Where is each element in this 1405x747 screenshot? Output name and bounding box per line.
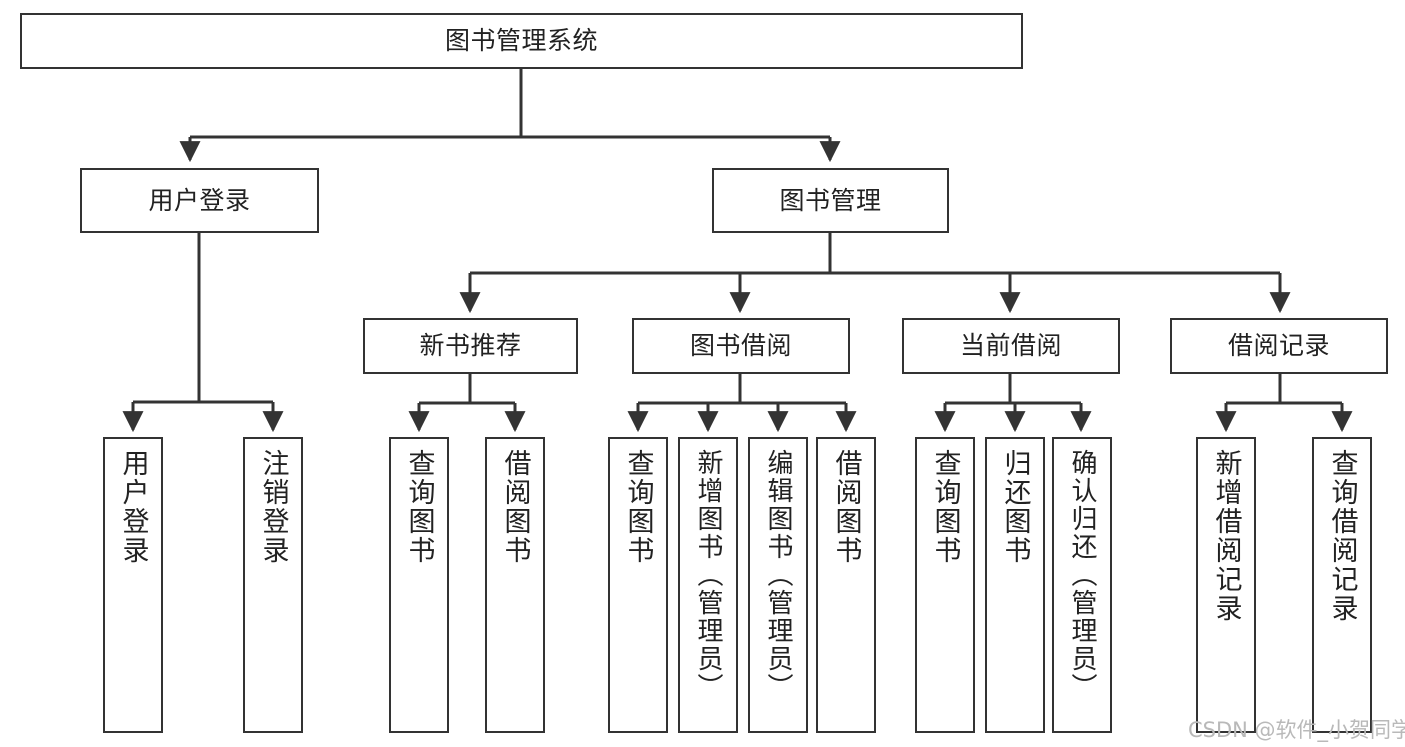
node-leaf-query-book-borrow-label: 查询图书 (622, 449, 654, 565)
node-leaf-edit-book[interactable]: 编辑图书（管理员） (748, 437, 808, 733)
node-leaf-user-login-label: 用户登录 (117, 449, 149, 565)
node-leaf-logout[interactable]: 注销登录 (243, 437, 303, 733)
node-borrow-record-label: 借阅记录 (1227, 331, 1330, 360)
node-leaf-user-login[interactable]: 用户登录 (103, 437, 163, 733)
node-current-borrow-label: 当前借阅 (959, 331, 1062, 360)
node-leaf-add-book[interactable]: 新增图书（管理员） (678, 437, 738, 733)
node-leaf-query-book-borrow[interactable]: 查询图书 (608, 437, 668, 733)
node-leaf-add-book-label: 新增图书（管理员） (693, 449, 723, 701)
node-leaf-query-book-current-label: 查询图书 (929, 449, 961, 565)
node-leaf-edit-book-label: 编辑图书（管理员） (763, 449, 793, 701)
node-book-management-label: 图书管理 (779, 185, 882, 215)
node-user-login-label: 用户登录 (148, 185, 251, 215)
node-leaf-query-book-rec[interactable]: 查询图书 (389, 437, 449, 733)
node-leaf-return-book[interactable]: 归还图书 (985, 437, 1045, 733)
node-leaf-add-record-label: 新增借阅记录 (1210, 449, 1242, 623)
node-leaf-return-book-label: 归还图书 (999, 449, 1031, 565)
node-leaf-borrow-book[interactable]: 借阅图书 (816, 437, 876, 733)
node-new-book-recommend-label: 新书推荐 (419, 331, 522, 360)
node-new-book-recommend[interactable]: 新书推荐 (363, 318, 578, 374)
node-leaf-query-book-current[interactable]: 查询图书 (915, 437, 975, 733)
node-root[interactable]: 图书管理系统 (20, 13, 1023, 69)
node-leaf-borrow-book-rec-label: 借阅图书 (499, 449, 531, 565)
watermark-label: CSDN @软件_小贺同学 (1188, 718, 1405, 742)
node-leaf-borrow-book-rec[interactable]: 借阅图书 (485, 437, 545, 733)
node-leaf-query-book-rec-label: 查询图书 (403, 449, 435, 565)
node-borrow-record[interactable]: 借阅记录 (1170, 318, 1388, 374)
node-leaf-query-record[interactable]: 查询借阅记录 (1312, 437, 1372, 733)
node-leaf-confirm-return-label: 确认归还（管理员） (1067, 449, 1097, 701)
node-leaf-logout-label: 注销登录 (257, 449, 289, 565)
node-current-borrow[interactable]: 当前借阅 (902, 318, 1120, 374)
node-leaf-add-record[interactable]: 新增借阅记录 (1196, 437, 1256, 733)
node-leaf-query-record-label: 查询借阅记录 (1326, 449, 1358, 623)
node-book-borrow[interactable]: 图书借阅 (632, 318, 850, 374)
node-leaf-confirm-return[interactable]: 确认归还（管理员） (1052, 437, 1112, 733)
node-root-label: 图书管理系统 (444, 26, 598, 55)
node-book-management[interactable]: 图书管理 (712, 168, 949, 233)
node-user-login[interactable]: 用户登录 (80, 168, 319, 233)
node-book-borrow-label: 图书借阅 (689, 331, 792, 360)
node-leaf-borrow-book-label: 借阅图书 (830, 449, 862, 565)
